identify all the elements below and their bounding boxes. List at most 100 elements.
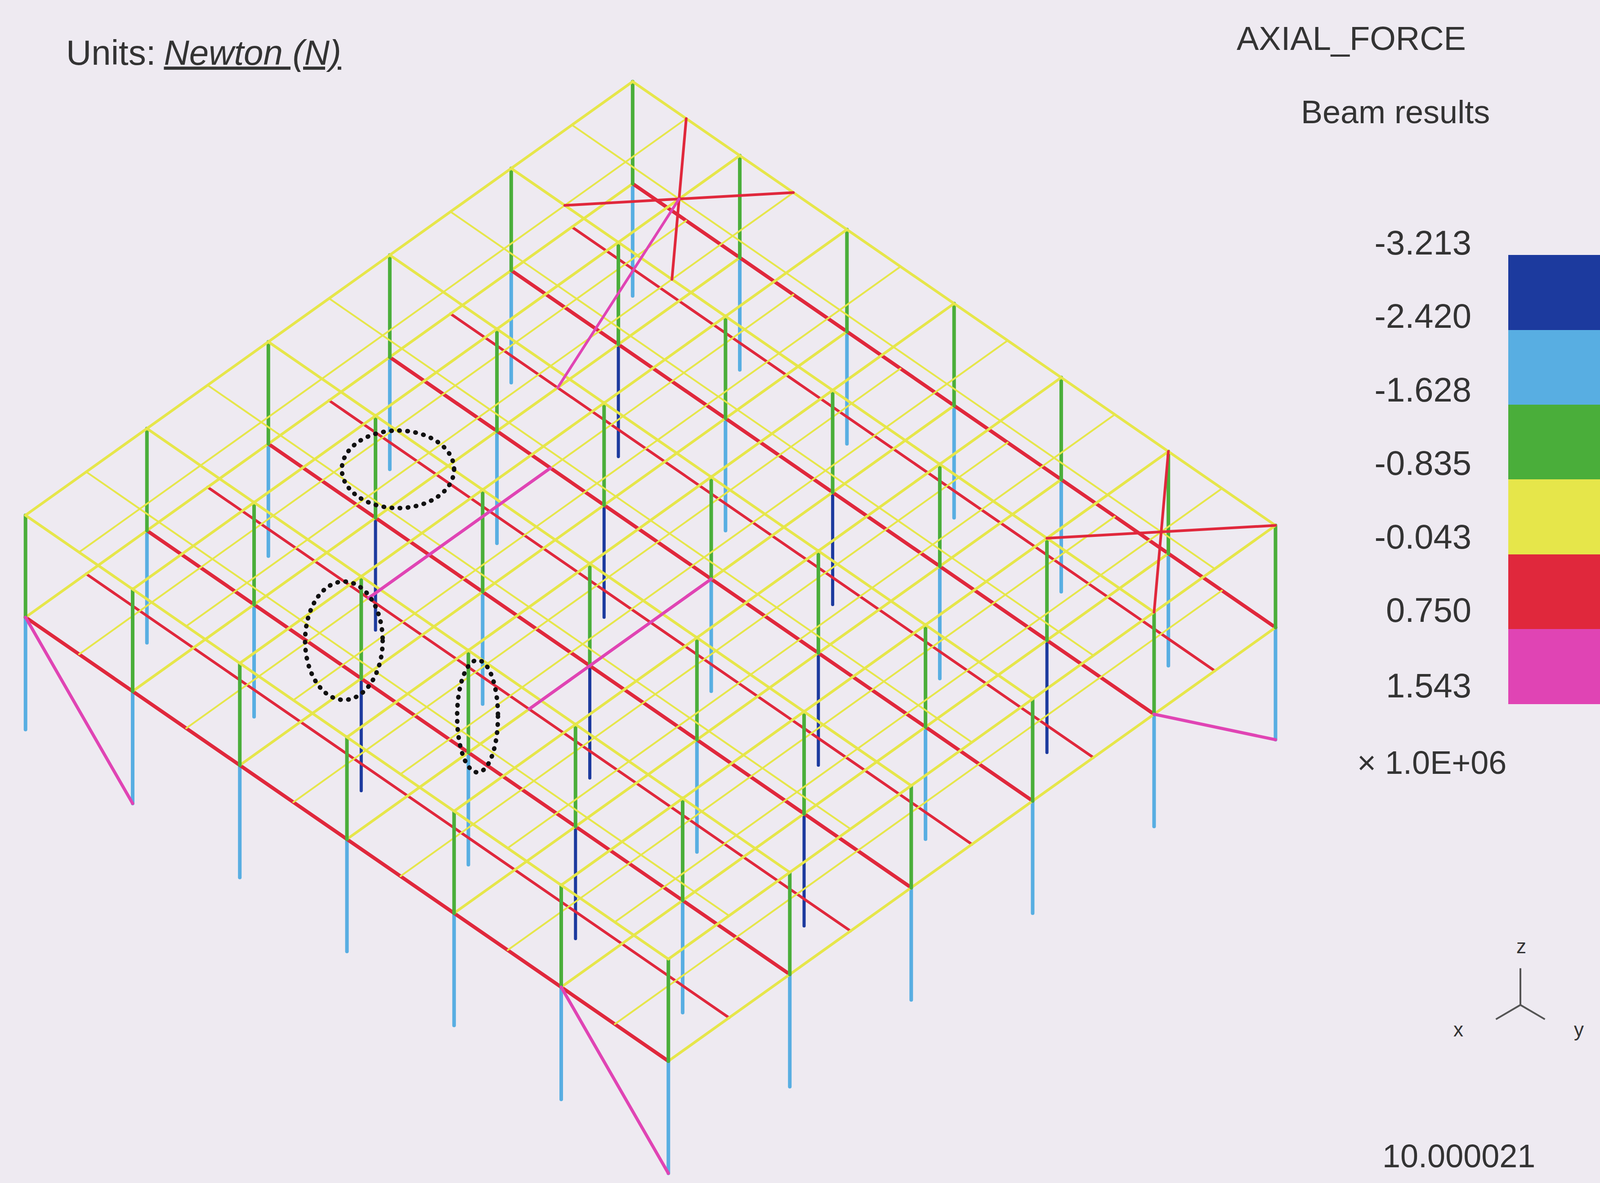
- legend-swatch: [1508, 330, 1600, 406]
- beam-member: [400, 442, 1008, 876]
- frame-time: 10.000021: [1382, 1138, 1536, 1175]
- column-member: [1273, 627, 1278, 741]
- column-member: [952, 405, 957, 519]
- roof-beam: [614, 488, 1222, 922]
- axis-line: [1520, 1005, 1545, 1020]
- result-title: AXIAL_FORCE: [1236, 20, 1466, 57]
- legend-value: -0.835: [1374, 444, 1472, 483]
- column-member: [737, 257, 742, 371]
- column-member: [723, 418, 728, 531]
- column-member: [844, 331, 849, 444]
- column-member: [237, 663, 242, 766]
- wall-brace: [1153, 714, 1276, 740]
- column-member: [345, 737, 349, 840]
- column-member: [452, 913, 456, 1026]
- units-label: Units:: [66, 33, 156, 73]
- column-member: [602, 505, 606, 618]
- dotted-ellipse: [341, 430, 455, 509]
- roof-beam: [186, 192, 794, 626]
- beam-member: [389, 357, 1033, 801]
- roof-beam: [507, 414, 1115, 849]
- beam-member: [368, 468, 551, 599]
- column-member: [573, 826, 577, 939]
- column-member: [802, 813, 806, 927]
- column-member: [787, 974, 792, 1087]
- axis-triad: [1496, 968, 1546, 1019]
- column-member: [831, 492, 835, 605]
- column-member: [509, 270, 514, 383]
- highlight-marks: [304, 430, 498, 773]
- legend-swatch: [1508, 479, 1600, 555]
- axis-line: [1519, 968, 1522, 1006]
- column-member: [237, 765, 242, 878]
- roof-beam: [293, 266, 901, 701]
- beam-member: [668, 627, 1276, 1062]
- legend-swatch: [1508, 629, 1600, 705]
- legend-value: -1.628: [1374, 370, 1472, 409]
- column-member: [388, 357, 392, 470]
- legend-value: -0.043: [1374, 518, 1472, 556]
- column-member: [559, 884, 564, 988]
- column-member: [1030, 698, 1035, 801]
- column-member: [1166, 553, 1171, 666]
- column-member: [480, 591, 485, 705]
- legend-value: -3.213: [1374, 223, 1472, 262]
- legend-value: 0.750: [1385, 591, 1472, 630]
- column-member: [666, 1061, 671, 1174]
- beam-member: [511, 270, 1155, 715]
- beam-member: [632, 183, 1276, 628]
- column-member: [909, 785, 913, 888]
- frame-members: [25, 81, 1276, 1174]
- column-member: [695, 739, 699, 853]
- units-value: Newton (N): [163, 33, 341, 73]
- column-member: [1059, 479, 1064, 592]
- beam-member: [293, 368, 901, 803]
- beam-member: [557, 198, 680, 388]
- column-member: [1152, 714, 1156, 827]
- column-member: [130, 691, 135, 804]
- roof-beam: [79, 118, 687, 553]
- column-member: [666, 959, 671, 1062]
- column-member: [23, 515, 28, 618]
- roof-beam: [400, 340, 1008, 774]
- axis-label: z: [1516, 935, 1527, 958]
- column-member: [266, 443, 271, 557]
- legend-swatch: [1508, 554, 1600, 630]
- column-member: [680, 900, 685, 1014]
- column-member: [559, 987, 564, 1100]
- beam-member: [186, 294, 794, 729]
- wall-brace: [25, 617, 133, 804]
- column-member: [1273, 525, 1278, 628]
- beam-member: [79, 220, 687, 655]
- column-member: [1045, 640, 1049, 753]
- column-member: [1030, 800, 1035, 914]
- column-member: [616, 344, 621, 457]
- column-member: [588, 665, 592, 779]
- column-member: [452, 811, 456, 914]
- roof-brace: [1046, 525, 1276, 539]
- axis-label: x: [1453, 1018, 1464, 1041]
- wall-brace: [561, 987, 669, 1174]
- scale-factor: × 1.0E+06: [1357, 745, 1507, 781]
- beam-member: [507, 516, 1115, 951]
- column-member: [345, 839, 349, 952]
- column-member: [816, 652, 820, 766]
- column-member: [495, 431, 499, 544]
- column-member: [252, 604, 256, 717]
- beam-member: [529, 579, 712, 710]
- legend-value: 1.543: [1385, 666, 1472, 705]
- roof-beam: [329, 298, 973, 743]
- column-member: [359, 678, 363, 792]
- column-member: [923, 727, 928, 840]
- column-member: [709, 579, 714, 692]
- column-member: [909, 887, 913, 1001]
- dotted-ellipse: [304, 581, 383, 700]
- column-member: [1152, 612, 1156, 715]
- roof-beam: [668, 525, 1276, 960]
- axis-label: y: [1573, 1018, 1584, 1041]
- result-subtitle: Beam results: [1300, 94, 1490, 130]
- column-member: [938, 566, 942, 679]
- column-member: [23, 617, 28, 730]
